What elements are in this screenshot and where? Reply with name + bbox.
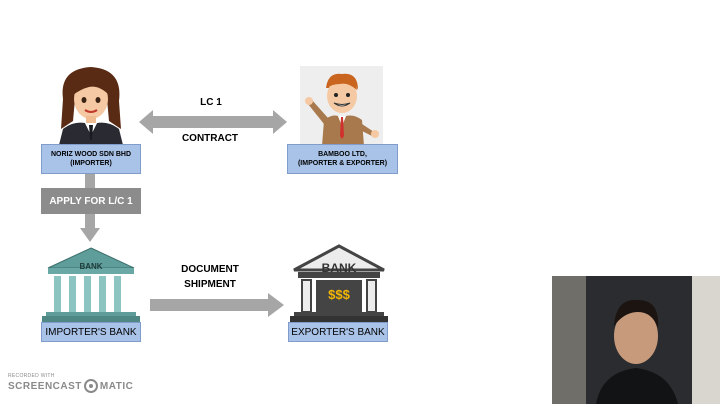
exporter-bank-money: $$$ xyxy=(328,287,350,302)
importer-bank-icon xyxy=(42,244,140,322)
exporter-avatar xyxy=(300,66,383,146)
exporter-bank-label: EXPORTER'S BANK xyxy=(288,322,388,342)
watermark-recorded-with: RECORDED WITH xyxy=(8,373,55,379)
document-label: DOCUMENT xyxy=(181,264,239,275)
importer-label: NORIZ WOOD SDN BHD (IMPORTER) xyxy=(41,144,141,174)
importer-bank-label: IMPORTER'S BANK xyxy=(41,322,141,342)
importer-label-line1: NORIZ WOOD SDN BHD xyxy=(50,151,132,158)
exporter-label-line1: BAMBOO LTD, xyxy=(318,151,367,158)
apply-lc-label: APPLY FOR L/C 1 xyxy=(41,188,141,214)
contract-label-top: LC 1 xyxy=(200,97,222,108)
exporter-label-line2: (IMPORTER & EXPORTER) xyxy=(297,160,388,167)
watermark-brand: SCREENCAST MATIC xyxy=(8,379,133,393)
shipment-label: SHIPMENT xyxy=(184,279,236,290)
contract-label-bottom: CONTRACT xyxy=(181,133,239,144)
screencast-logo-icon xyxy=(83,379,98,393)
exporter-label: BAMBOO LTD, (IMPORTER & EXPORTER) xyxy=(287,144,398,174)
watermark-brand-right: MATIC xyxy=(99,380,134,392)
importer-label-line2: (IMPORTER) xyxy=(70,160,112,167)
contract-arrow xyxy=(139,110,287,134)
screencast-watermark: RECORDED WITH SCREENCAST MATIC xyxy=(8,373,133,393)
exporter-bank-icon xyxy=(290,244,388,322)
exporter-bank-sign: BANK xyxy=(321,261,357,275)
webcam-video xyxy=(552,276,720,404)
importer-bank-sign: BANK xyxy=(79,262,103,271)
importer-avatar xyxy=(49,59,132,145)
watermark-brand-left: SCREENCAST xyxy=(8,380,82,392)
document-shipment-arrow xyxy=(150,293,284,317)
